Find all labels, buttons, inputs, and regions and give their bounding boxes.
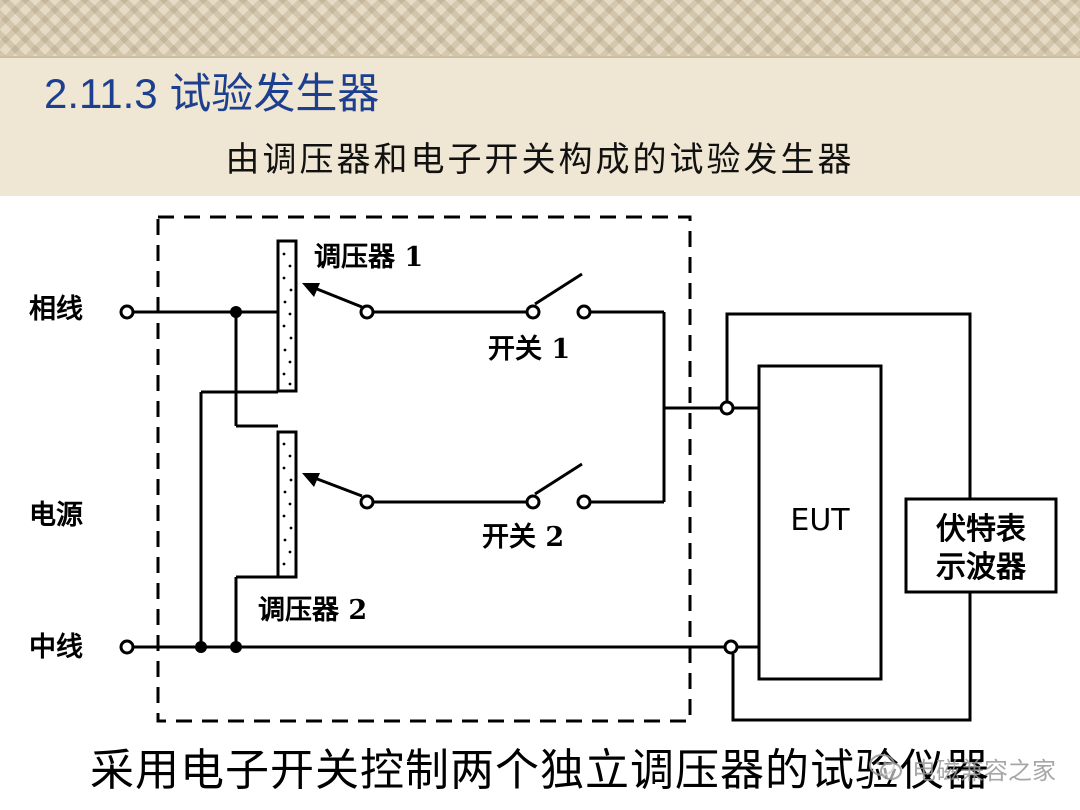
label-oscilloscope-line1: 伏特表 [936,512,1026,547]
terminals [119,304,739,655]
watermark: 电磁兼容之家 [868,748,1056,788]
label-oscilloscope-line2: 示波器 [936,550,1027,585]
label-regulator-1: 调压器 1 [314,242,423,273]
regulator-1-dots [282,252,293,386]
label-switch-2: 开关 2 [482,522,564,553]
label-switch-1: 开关 1 [488,334,570,365]
decorative-border [0,0,1080,58]
label-regulator-2: 调压器 2 [258,595,367,626]
wiper-arrowheads [302,283,320,487]
label-eut: EUT [790,503,850,538]
switch-1-blade [534,272,583,306]
section-title: 2.11.3 试验发生器 [44,70,380,117]
switch-blades [534,272,583,496]
eut-box [757,364,883,681]
junction-dots [195,306,242,653]
circuit-diagram: 相线 电源 中线 调压器 1 调压器 2 开关 1 开关 2 EUT 伏特表 示… [29,215,1058,723]
generator-enclosure [156,215,692,723]
slide-caption: 采用电子开关控制两个独立调压器的试验仪器 [90,745,990,796]
watermark-text: 电磁兼容之家 [912,756,1056,785]
regulator-2-dots [282,442,293,566]
regulator-wipers [311,285,363,498]
regulator-1-bar [276,239,298,393]
label-phase-line: 相线 [29,294,83,325]
wechat-icon [869,754,902,780]
slide-subtitle: 由调压器和电子开关构成的试验发生器 [225,140,855,180]
regulator-2-bar [276,430,298,579]
label-neutral-line: 中线 [29,632,83,663]
oscilloscope-box [904,497,1058,594]
label-power-source: 电源 [29,500,83,531]
switch-2-blade [534,462,583,496]
header-band [0,0,1080,196]
